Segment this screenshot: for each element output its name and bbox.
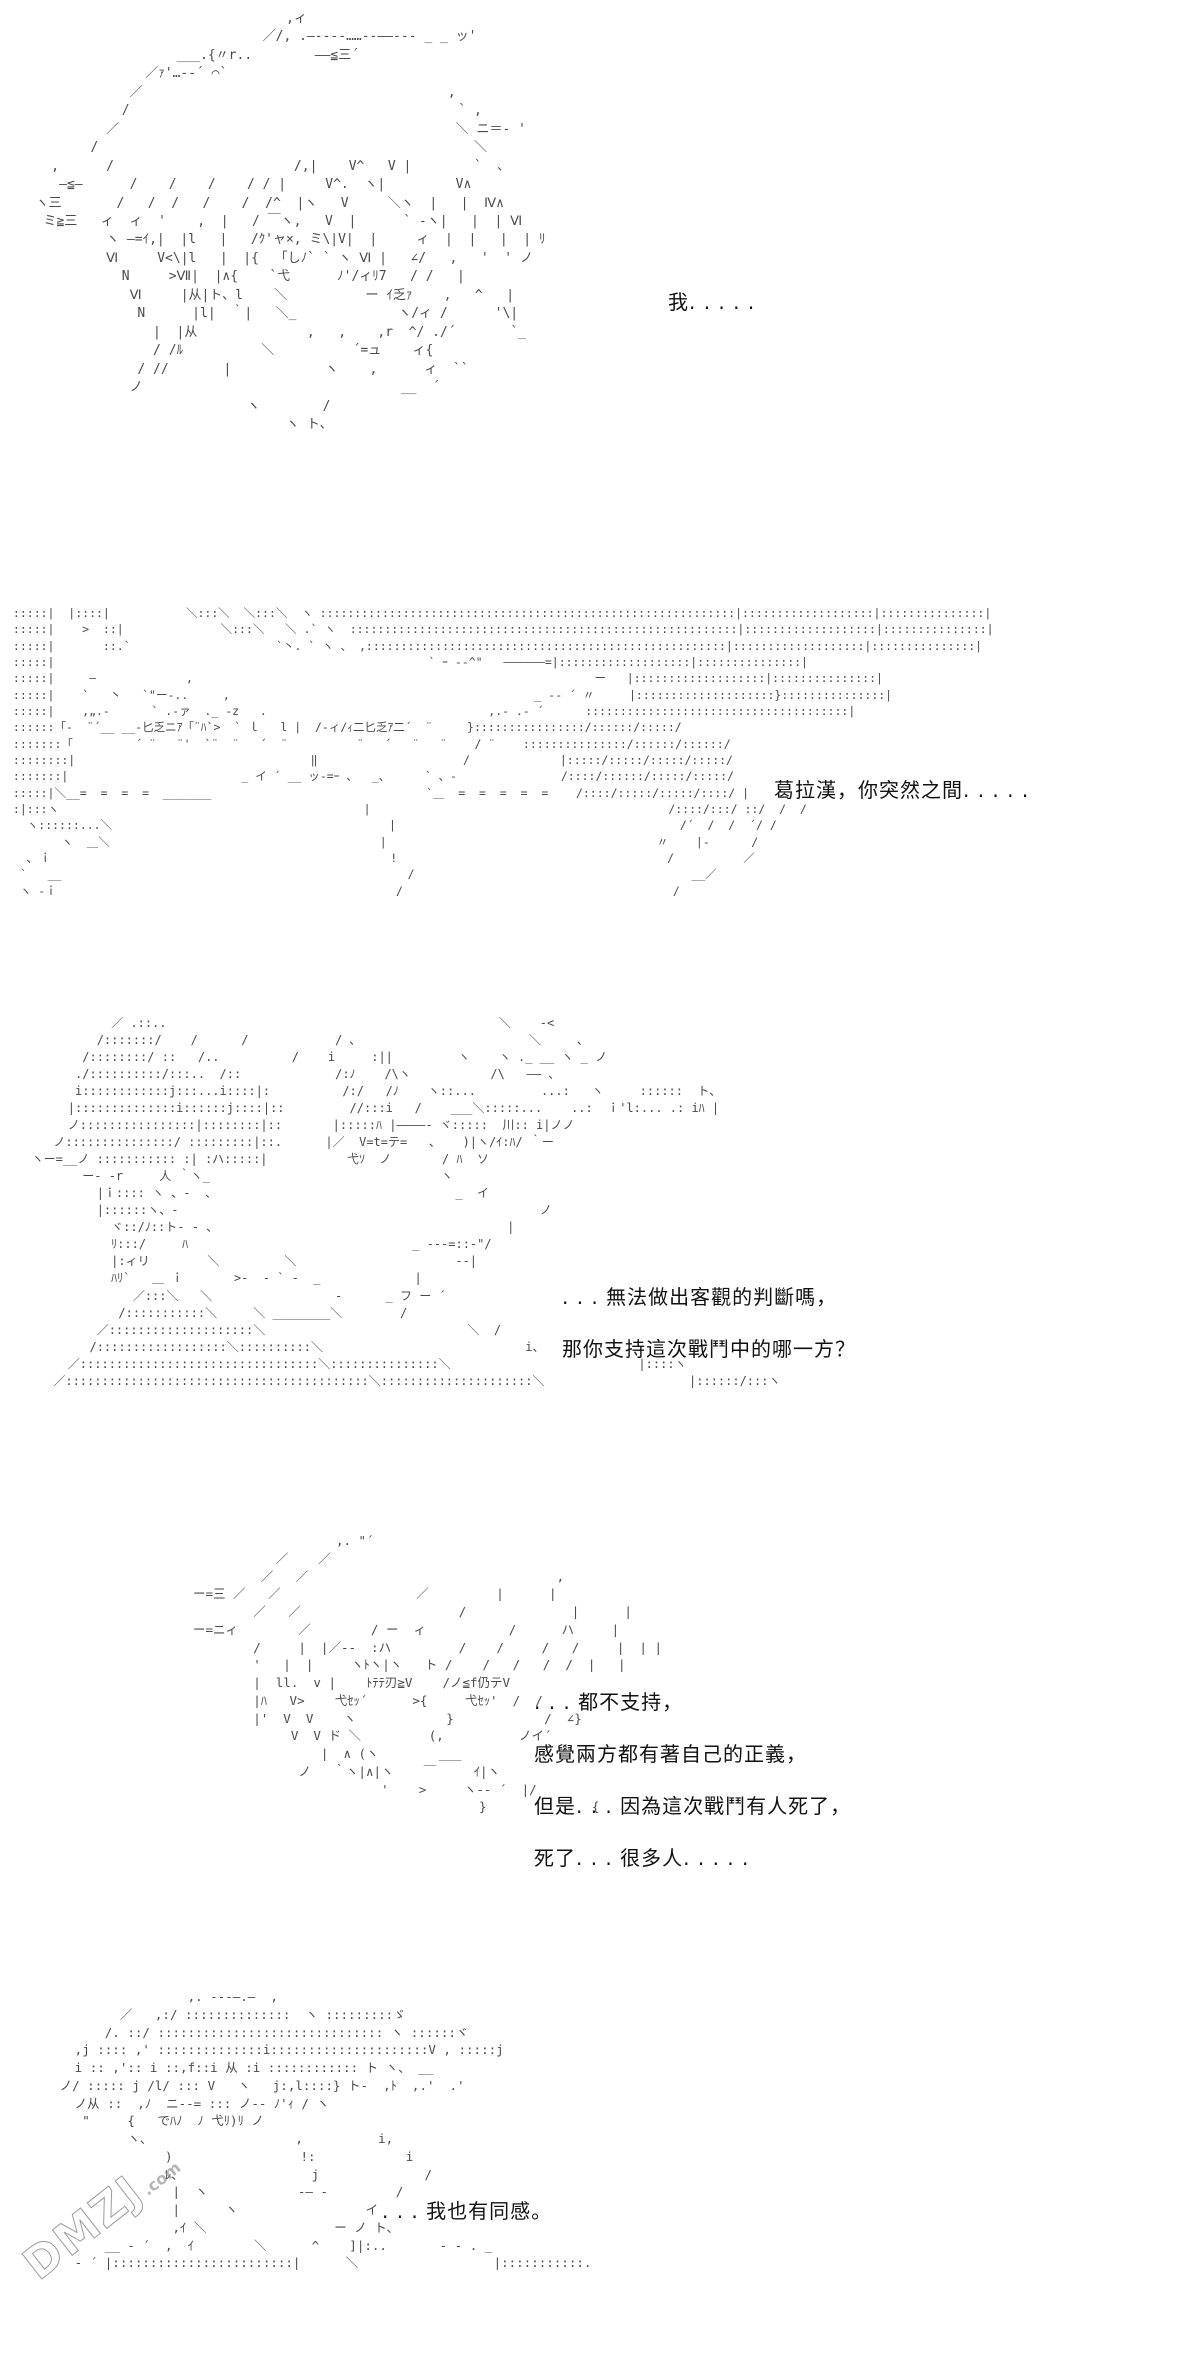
panel-4: ,. "´ ／ ／ ／ ／ , ー=三 ／ ／ ／ | | xyxy=(0,1520,1200,1970)
speech-line: . . . 我也有同感。 xyxy=(382,2199,553,2223)
speech-text-1: 我. . . . . xyxy=(668,276,755,328)
speech-line: 葛拉漢，你突然之間. . . . . xyxy=(774,778,1030,802)
speech-text-5: . . . 我也有同感。 xyxy=(382,2185,552,2237)
speech-text-3: . . . 無法做出客觀的判斷嗎， 那你支持這次戰鬥中的哪一方？ xyxy=(562,1271,856,1375)
speech-line: . . . 無法做出客觀的判斷嗎， xyxy=(562,1285,838,1309)
ascii-art-character-2: :::::| |::::| ＼:::＼ ＼:::＼ ヽ ::::::::::::… xyxy=(12,606,994,898)
ascii-art-character-1: ,ィ ／/, .—‐‐‐‐……‐‐——‐-- _ _ ッ' ___.{〃r.. … xyxy=(35,11,546,432)
panel-3: ／ .::.. ＼ -< /:::::::/ / / / ､ ＼ ､ /::::… xyxy=(0,1005,1200,1525)
panel-1: ,ィ ／/, .—‐‐‐‐……‐‐——‐-- _ _ ッ' ___.{〃r.. … xyxy=(0,0,1200,432)
ascii-art-character-3: ／ .::.. ＼ -< /:::::::/ / / / ､ ＼ ､ /::::… xyxy=(31,1016,781,1388)
speech-text-2: 葛拉漢，你突然之間. . . . . xyxy=(774,764,1029,816)
panel-2: :::::| |::::| ＼:::＼ ＼:::＼ ヽ ::::::::::::… xyxy=(0,595,1200,995)
speech-line: 我. . . . . xyxy=(668,290,756,314)
speech-text-4: . . . 都不支持， 感覺兩方都有著自己的正義， 但是. . . 因為這次戰鬥… xyxy=(534,1676,851,1884)
speech-line: 感覺兩方都有著自己的正義， xyxy=(534,1742,807,1766)
panel-5: ,. ‐‐‐—.— , ／ ,:/ :::::::::::::: ヽ :::::… xyxy=(0,1980,1200,2372)
ascii-art-character-4: ,. "´ ／ ／ ／ ／ , ー=三 ／ ／ ／ | | xyxy=(192,1533,662,1815)
speech-line: . . . 都不支持， xyxy=(534,1690,684,1714)
speech-line: 那你支持這次戰鬥中的哪一方？ xyxy=(562,1337,856,1361)
ascii-art-character-5: ,. ‐‐‐—.— , ／ ,:/ :::::::::::::: ヽ :::::… xyxy=(59,1989,592,2271)
speech-line: 死了. . . 很多人. . . . . xyxy=(534,1846,750,1870)
speech-line: 但是. . . 因為這次戰鬥有人死了， xyxy=(534,1794,852,1818)
